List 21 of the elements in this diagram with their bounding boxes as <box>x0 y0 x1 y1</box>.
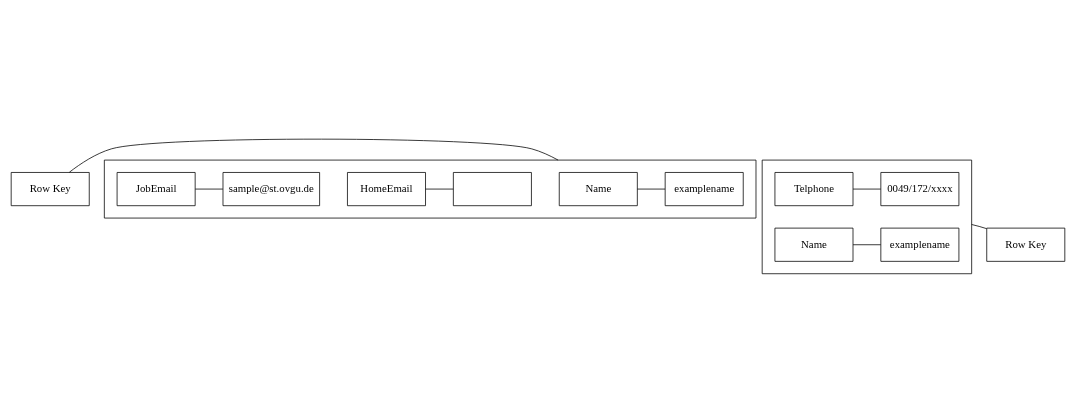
node-box: JobEmail <box>116 171 196 206</box>
node-box: Telphone <box>774 171 854 206</box>
connector <box>425 188 454 189</box>
connector <box>637 188 666 189</box>
connector <box>852 188 882 189</box>
cluster <box>761 159 973 274</box>
node-box: examplename <box>664 171 744 206</box>
node-box: Row Key <box>10 171 90 206</box>
node-box <box>452 171 532 206</box>
connector <box>971 223 987 229</box>
connector <box>68 138 559 173</box>
connector <box>852 243 882 245</box>
connector <box>194 188 224 189</box>
node-box: HomeEmail <box>347 171 426 206</box>
cluster <box>103 159 757 218</box>
node-box: Row Key <box>986 227 1066 262</box>
node-box: Name <box>558 171 638 206</box>
node-box: Name <box>774 227 854 262</box>
node-box: 0049/172/xxxx <box>880 171 960 206</box>
node-box: sample@st.ovgu.de <box>222 171 320 206</box>
node-box: examplename <box>880 227 960 262</box>
